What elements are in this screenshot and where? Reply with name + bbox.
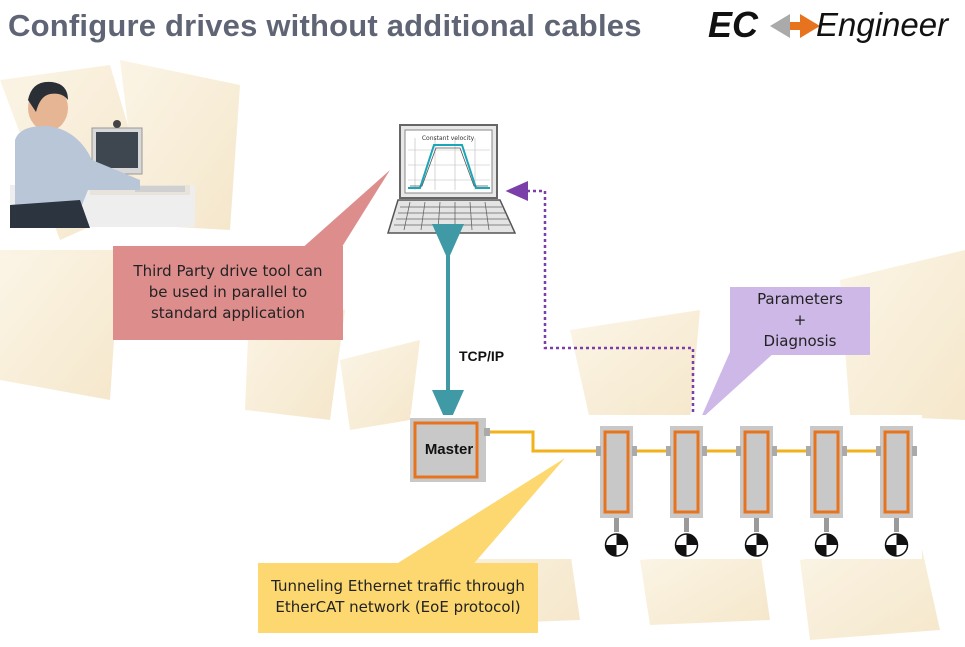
logo-arrow-icon xyxy=(770,14,820,38)
laptop: Constant velocity xyxy=(386,124,517,234)
slave-device xyxy=(806,426,847,532)
callout-line: Tunneling Ethernet traffic through xyxy=(271,577,525,595)
slave-device xyxy=(666,426,707,532)
tunneling-callout-text: Tunneling Ethernet traffic through Ether… xyxy=(258,576,538,618)
tunneling-callout xyxy=(258,458,565,633)
slave-device xyxy=(736,426,777,532)
parameters-callout xyxy=(700,287,870,420)
logo-ec-text: EC xyxy=(708,4,759,45)
servo-motor-icon xyxy=(814,533,839,557)
slide-title: Configure drives without additional cabl… xyxy=(8,8,642,43)
tcpip-label: TCP/IP xyxy=(459,348,505,364)
callout-line: be used in parallel to xyxy=(148,283,308,301)
servo-motor-icon xyxy=(884,533,909,557)
engineer-illustration xyxy=(10,81,195,228)
slave-device xyxy=(876,426,917,532)
servo-motor-icon xyxy=(604,533,629,557)
ec-engineer-logo: EC Engineer xyxy=(708,4,958,48)
servo-motor-icon xyxy=(744,533,769,557)
ethercat-line xyxy=(486,430,880,453)
eoe-dotted-path xyxy=(505,181,703,438)
callout-line: Parameters xyxy=(757,290,843,308)
callout-line: standard application xyxy=(150,304,306,322)
servo-motor-icon xyxy=(674,533,699,557)
logo-engineer-text: Engineer xyxy=(816,6,949,43)
laptop-screen-caption: Constant velocity xyxy=(422,135,475,142)
parameters-callout-text: Parameters + Diagnosis xyxy=(730,289,870,352)
callout-line: EtherCAT network (EoE protocol) xyxy=(275,598,521,616)
master-label: Master xyxy=(424,441,474,458)
drive-tool-callout-text: Third Party drive tool can be used in pa… xyxy=(113,261,343,324)
callout-line: + xyxy=(793,311,807,329)
slave-devices xyxy=(596,426,917,557)
callout-line: Third Party drive tool can xyxy=(133,262,323,280)
drive-tool-callout xyxy=(113,170,390,340)
callout-line: Diagnosis xyxy=(763,332,837,350)
slave-device xyxy=(596,426,637,532)
master-device xyxy=(410,418,490,482)
